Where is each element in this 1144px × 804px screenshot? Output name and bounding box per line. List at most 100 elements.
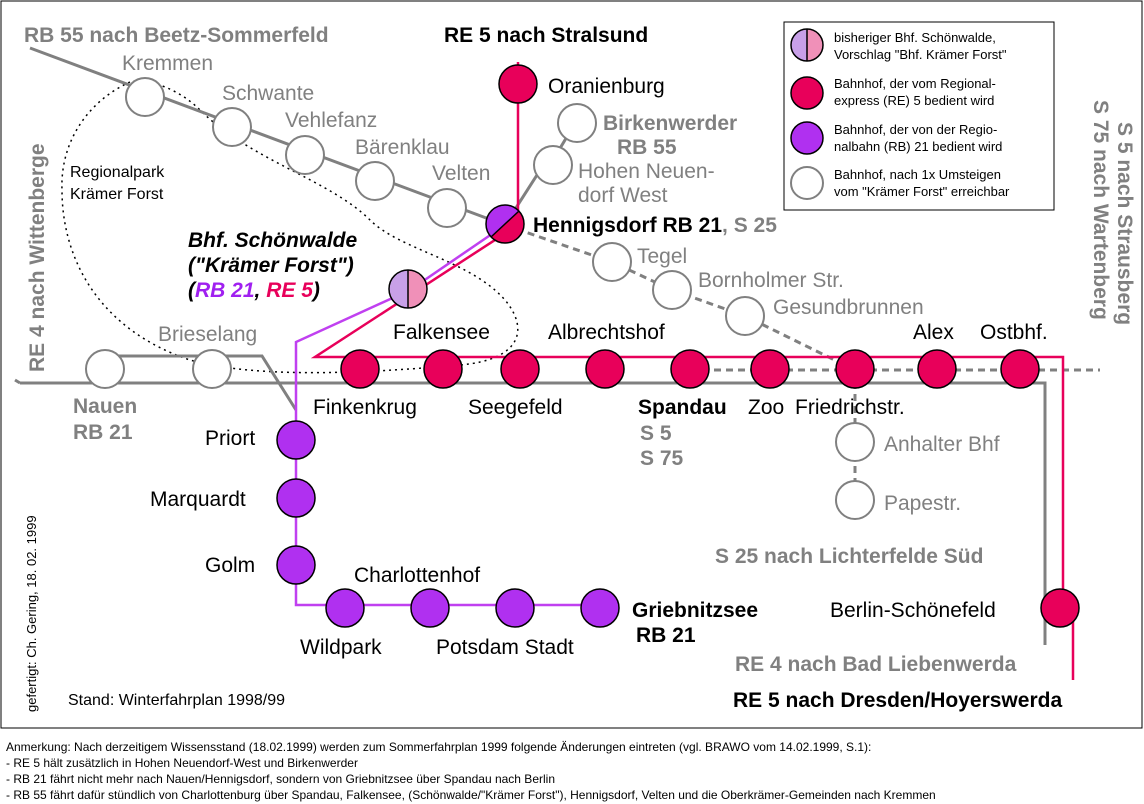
re5-stations <box>340 64 1080 628</box>
regionalpark-boundary <box>61 80 519 374</box>
station-schoenwalde <box>388 269 428 309</box>
station-griebnitzsee <box>580 588 620 628</box>
label-finkenkrug: Finkenkrug <box>313 396 417 419</box>
legend-rb21-icon <box>790 121 824 155</box>
station-charlottenhof <box>410 588 450 628</box>
note-line: - RE 5 hält zusätzlich in Hohen Neuendor… <box>6 756 358 770</box>
label-ostbhf: Ostbhf. <box>980 321 1048 344</box>
label-hohen-neuendorf: dorf West <box>578 184 668 207</box>
legend-re5-icon <box>790 76 824 110</box>
label-velten: Velten <box>432 162 490 185</box>
label-friedrichstr: Friedrichstr. <box>795 396 905 419</box>
rail-map: bisheriger Bhf. Schönwalde, Vorschlag "B… <box>0 0 1143 729</box>
station-potsdam-stadt <box>495 588 535 628</box>
station-gesundbrunnen <box>725 296 765 336</box>
station-bornholmer <box>652 270 692 310</box>
label-birkenwerder-line: RB 55 <box>617 136 677 159</box>
label-potsdam-stadt: Potsdam Stadt <box>436 636 574 659</box>
station-hennigsdorf <box>485 204 525 244</box>
label-schwante: Schwante <box>222 82 314 105</box>
legend-line: Bahnhof, nach 1x Umsteigen <box>834 167 1001 182</box>
label-charlottenhof: Charlottenhof <box>354 564 480 587</box>
label-papestr: Papestr. <box>884 492 961 515</box>
label-anhalter: Anhalter Bhf <box>884 433 1000 456</box>
legend-line: Vorschlag "Bhf. Krämer Forst" <box>834 47 1007 62</box>
legend-line: vom "Krämer Forst" erreichbar <box>834 184 1010 199</box>
stand-label: Stand: Winterfahrplan 1998/99 <box>68 692 285 709</box>
label-alex: Alex <box>913 321 954 344</box>
label-oranienburg: Oranienburg <box>548 75 665 98</box>
legend-line: express (RE) 5 bedient wird <box>834 93 994 108</box>
station-schwante <box>212 107 252 147</box>
label-vehlefanz: Vehlefanz <box>285 109 377 132</box>
terminal-s25-south: S 25 nach Lichterfelde Süd <box>715 545 983 568</box>
station-velten <box>427 188 467 228</box>
station-oranienburg <box>498 64 538 104</box>
label-hennigsdorf: Hennigsdorf RB 21, S 25 <box>533 214 777 237</box>
rb21-line <box>294 223 600 607</box>
label-nauen: Nauen <box>73 395 137 418</box>
station-nauen <box>85 349 125 389</box>
station-finkenkrug <box>340 349 380 389</box>
label-kremmen: Kremmen <box>122 52 213 75</box>
station-vehlefanz <box>285 135 325 175</box>
station-friedrichstr <box>835 349 875 389</box>
station-brieselang <box>192 349 232 389</box>
station-wildpark <box>325 588 365 628</box>
note-line: Anmerkung: Nach derzeitigem Wissensstand… <box>6 740 872 754</box>
station-priort <box>276 420 316 460</box>
label-spandau: Spandau <box>638 396 727 419</box>
label-marquardt: Marquardt <box>150 488 246 511</box>
label-wildpark: Wildpark <box>300 636 382 659</box>
station-birkenwerder <box>557 103 597 143</box>
author-credit: gefertigt: Ch. Gering, 18. 02. 1999 <box>24 515 39 712</box>
label-schoenefeld: Berlin-Schönefeld <box>830 599 996 622</box>
station-alex <box>917 349 957 389</box>
rb21-stations <box>276 420 620 628</box>
label-regionalpark: Krämer Forst <box>70 186 164 203</box>
label-schoenwalde: ("Krämer Forst") <box>188 254 354 277</box>
station-anhalter <box>835 422 875 462</box>
legend: bisheriger Bhf. Schönwalde, Vorschlag "B… <box>783 21 1055 211</box>
label-griebnitzsee: Griebnitzsee <box>632 599 758 622</box>
legend-line: nalbahn (RB) 21 bedient wird <box>834 139 1002 154</box>
label-baerenklau: Bärenklau <box>355 136 450 159</box>
station-kremmen <box>125 77 165 117</box>
legend-transfer-icon <box>790 166 824 200</box>
label-schoenwalde-lines: (RB 21, RE 5) <box>188 279 320 302</box>
label-falkensee: Falkensee <box>393 321 490 344</box>
station-spandau <box>670 349 710 389</box>
station-ostbhf <box>1000 349 1040 389</box>
station-marquardt <box>276 478 316 518</box>
label-griebnitzsee-line: RB 21 <box>636 624 696 647</box>
label-golm: Golm <box>205 554 255 577</box>
note-line: - RB 21 fährt nicht mehr nach Nauen/Henn… <box>6 772 555 786</box>
label-tegel: Tegel <box>637 245 687 268</box>
note-line: - RB 55 fährt dafür stündlich von Charlo… <box>6 788 936 802</box>
label-hohen-neuendorf: Hohen Neuen- <box>578 160 715 183</box>
station-albrechtshof <box>585 349 625 389</box>
station-schoenefeld <box>1040 588 1080 628</box>
terminal-re4-south: RE 4 nach Bad Liebenwerda <box>735 653 1017 676</box>
label-priort: Priort <box>205 427 255 450</box>
label-gesundbrunnen: Gesundbrunnen <box>773 296 924 319</box>
label-schoenwalde: Bhf. Schönwalde <box>188 229 358 252</box>
terminal-s75: S 75 nach Wartenberg <box>1089 100 1112 320</box>
legend-proposed-icon <box>790 28 824 62</box>
terminal-s5: S 5 nach Strausberg <box>1113 122 1136 325</box>
station-papestr <box>835 480 875 520</box>
legend-line: Bahnhof, der von der Regio- <box>834 122 997 137</box>
terminal-re5-south: RE 5 nach Dresden/Hoyerswerda <box>733 689 1062 712</box>
label-seegefeld: Seegefeld <box>468 396 563 419</box>
station-baerenklau <box>355 161 395 201</box>
station-falkensee <box>423 349 463 389</box>
station-seegefeld <box>500 349 540 389</box>
terminal-rb55-north: RB 55 nach Beetz-Sommerfeld <box>24 24 329 47</box>
label-bornholmer: Bornholmer Str. <box>698 269 844 292</box>
station-golm <box>276 545 316 585</box>
label-albrechtshof: Albrechtshof <box>548 321 665 344</box>
label-nauen-line: RB 21 <box>73 421 133 444</box>
re5-line <box>310 62 1065 610</box>
label-zoo: Zoo <box>748 396 784 419</box>
legend-line: bisheriger Bhf. Schönwalde, <box>834 30 996 45</box>
